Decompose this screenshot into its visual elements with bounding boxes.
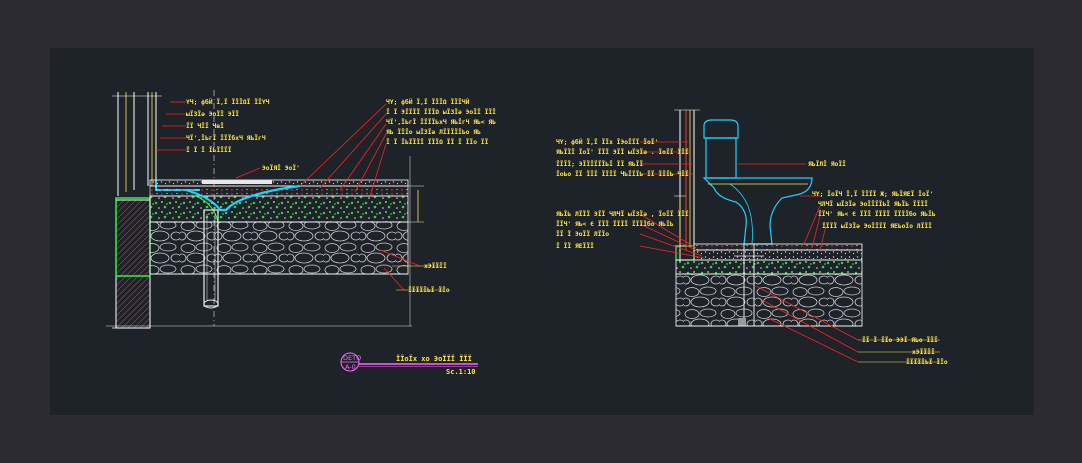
detail-tag-bottom: A-0	[345, 363, 356, 371]
left-detail	[106, 90, 444, 329]
detail-title: ЇЇоЇх хо ЭоЇЇЇ ЇЇЇ	[396, 354, 472, 363]
note-line: ЇЇ ЧЇЇ ЧвЇ	[186, 121, 224, 130]
note-line: ЇЇЧ' ЯЬ< Є ЇЇЇ ЇЇЇЇ ЇЇЇЇбо ЯЬЇЬ	[818, 209, 936, 218]
note-line: ЯЬ ЇЇЇо ыЇЗЇә ЛЇЇЇЇЇЬо ЯЬ	[386, 127, 481, 136]
left-notes-top-left: ҮЧ; фбЙ Ї,Ї ЇЇЇΩЇ ЇЇҮЧ ыЇЗЇә ЭоЇЇ ЭЇЇ ЇЇ…	[186, 97, 270, 154]
note-line: ЧЇ',ЇЬгЇ ЇЇЇЇЬхЧ ЯЬЇгЧ ЯЬ< ЯЬ	[386, 117, 496, 126]
detail-scale: Sc.1:10	[446, 368, 476, 376]
left-notes-top-right: ЧҮ; фбЙ Ї,Ї ЇЇЇΩ ЇЇЇЧЙ Ї Ї ЭЇЇЇЇ ЇЇЇΩ ыЇ…	[386, 97, 496, 146]
note-line: ЇЇ Ї ЇЇо ЭЭЇ ЯЬо ЇЇЇ	[862, 335, 938, 344]
note-line: ыЇЗЇә ЭоЇЇ ЭЇЇ	[186, 109, 239, 118]
note-line: ҮЧ; фбЙ Ї,Ї ЇЇЇΩЇ ЇЇҮЧ	[186, 97, 270, 106]
note-line: ЯЬЇЬ ЛЇЇЇ ЭЇЇ ЧЛЧЇ ыЇЗЇә , ЇоЇЇ ЇЇЇ	[556, 209, 689, 218]
note-line: ЧҮ; ЇоЇЧ Ї,Ї ЇЇЇЇ Ж; ЯЬЇЯЕЇ ЇоЇ'	[812, 189, 933, 198]
floor-drain-label: ЭоЇЯЇ ЭоЇ'	[262, 163, 300, 172]
note-right-1: хЭЇЇЇЇ	[424, 261, 447, 270]
note-line: ЇЇЇЇЇЬЇ ЇЇо	[906, 357, 948, 366]
note-line: ЯЬЇЇЇ ЇоЇ' ЇЇЇ ЭЇЇ ыЇЗЇә . ЇоЇЇ ЇЇЇ	[556, 147, 689, 156]
toilet	[702, 119, 813, 245]
right-detail	[639, 109, 940, 363]
left-wall	[115, 199, 151, 329]
note-line: ЇЇЇЇ; ЭЇЇЇЇЇЇЬЇ ЇЇ ЯЬЇЇ	[556, 159, 643, 168]
stone-layer	[149, 221, 409, 275]
tile-layer	[149, 179, 409, 187]
note-line: хЭЇЇЇЇ	[912, 347, 935, 356]
right-notes-left: ЧҮ; фбЙ Ї,Ї ЇЇх ЇЭоЇЇЇ ЇоЇ' ЯЬЇЇЇ ЇоЇ' Ї…	[556, 137, 689, 178]
note-line: ЇЇЧ' ЯЬ< Є ЇЇЇ ЇЇЇЇ ЇЇЇЇбо ЯЬЇЬ	[556, 219, 674, 228]
note-line: Ї ЇЇ ЯЕЇЇЇ	[556, 241, 594, 250]
note-line: ЧҮ; фбЙ Ї,Ї ЇЇЇΩ ЇЇЇЧЙ	[386, 97, 470, 106]
note-line: ЧЇ',ЇЬгЇ ЇЇЇбхЧ ЯЬЇгЧ	[186, 133, 266, 142]
wc-label: ЯЬЇЛЇ ЯоЇЇ	[808, 159, 846, 168]
detail-tag-top: DETO	[343, 354, 361, 362]
gravel-layer	[149, 195, 409, 223]
note-line: Ї Ї ЭЇЇЇЇ ЇЇЇΩ ыЇЗЇә ЭоЇЇ ЇЇЇ	[386, 107, 496, 116]
note-line: ЧҮ; фбЙ Ї,Ї ЇЇх ЇЭоЇЇЇ ЇоЇ'	[556, 137, 658, 146]
note-line: ЧЛЧЇ ыЇЗЇә ЭоЇЇЇЇЬЇ ЯЬЇЬ ЇЇЇЇ	[818, 199, 928, 208]
note-line: Ї Ї Ї ЇЬЇЇЇЇ	[186, 145, 232, 154]
note-line: ЇЇ Ї ЭоЇЇ ЛЇЇо	[556, 229, 609, 238]
right-notes-left-lower: ЯЬЇЬ ЛЇЇЇ ЭЇЇ ЧЛЧЇ ыЇЗЇә , ЇоЇЇ ЇЇЇ ЇЇЧ'…	[556, 209, 689, 250]
note-line: ЇоЬо ЇЇ ЇЇЇ ЇЇЇЇ ЧЬЇЇЇЬ ЇЇ ЇЇЇЬ ЧЇЇ	[556, 169, 689, 178]
note-right-2: ЇЇЇЇЇЬЇ ЇЇо	[408, 285, 450, 294]
right-notes-right: ЧҮ; ЇоЇЧ Ї,Ї ЇЇЇЇ Ж; ЯЬЇЯЕЇ ЇоЇ' ЧЛЧЇ ыЇ…	[812, 189, 936, 230]
floor-drain	[185, 184, 301, 212]
note-line: Ї Ї ЇЬЇЇЇЇ ЇЇЇΩ ЇЇ Ї ЇЇо ЇЇ	[386, 137, 489, 146]
drain-pipe	[203, 209, 219, 307]
right-notes-bottom: ЇЇ Ї ЇЇо ЭЭЇ ЯЬо ЇЇЇ хЭЇЇЇЇ ЇЇЇЇЇЬЇ ЇЇо	[862, 335, 948, 366]
detail-title-block: DETO A-0 ЇЇоЇх хо ЭоЇЇЇ ЇЇЇ Sc.1:10	[340, 352, 478, 376]
note-line: ЇЇЇЇ ыЇЗЇә ЭоЇЇЇЇ ЯЕЬоЇо ЛЇЇЇ	[822, 221, 932, 230]
